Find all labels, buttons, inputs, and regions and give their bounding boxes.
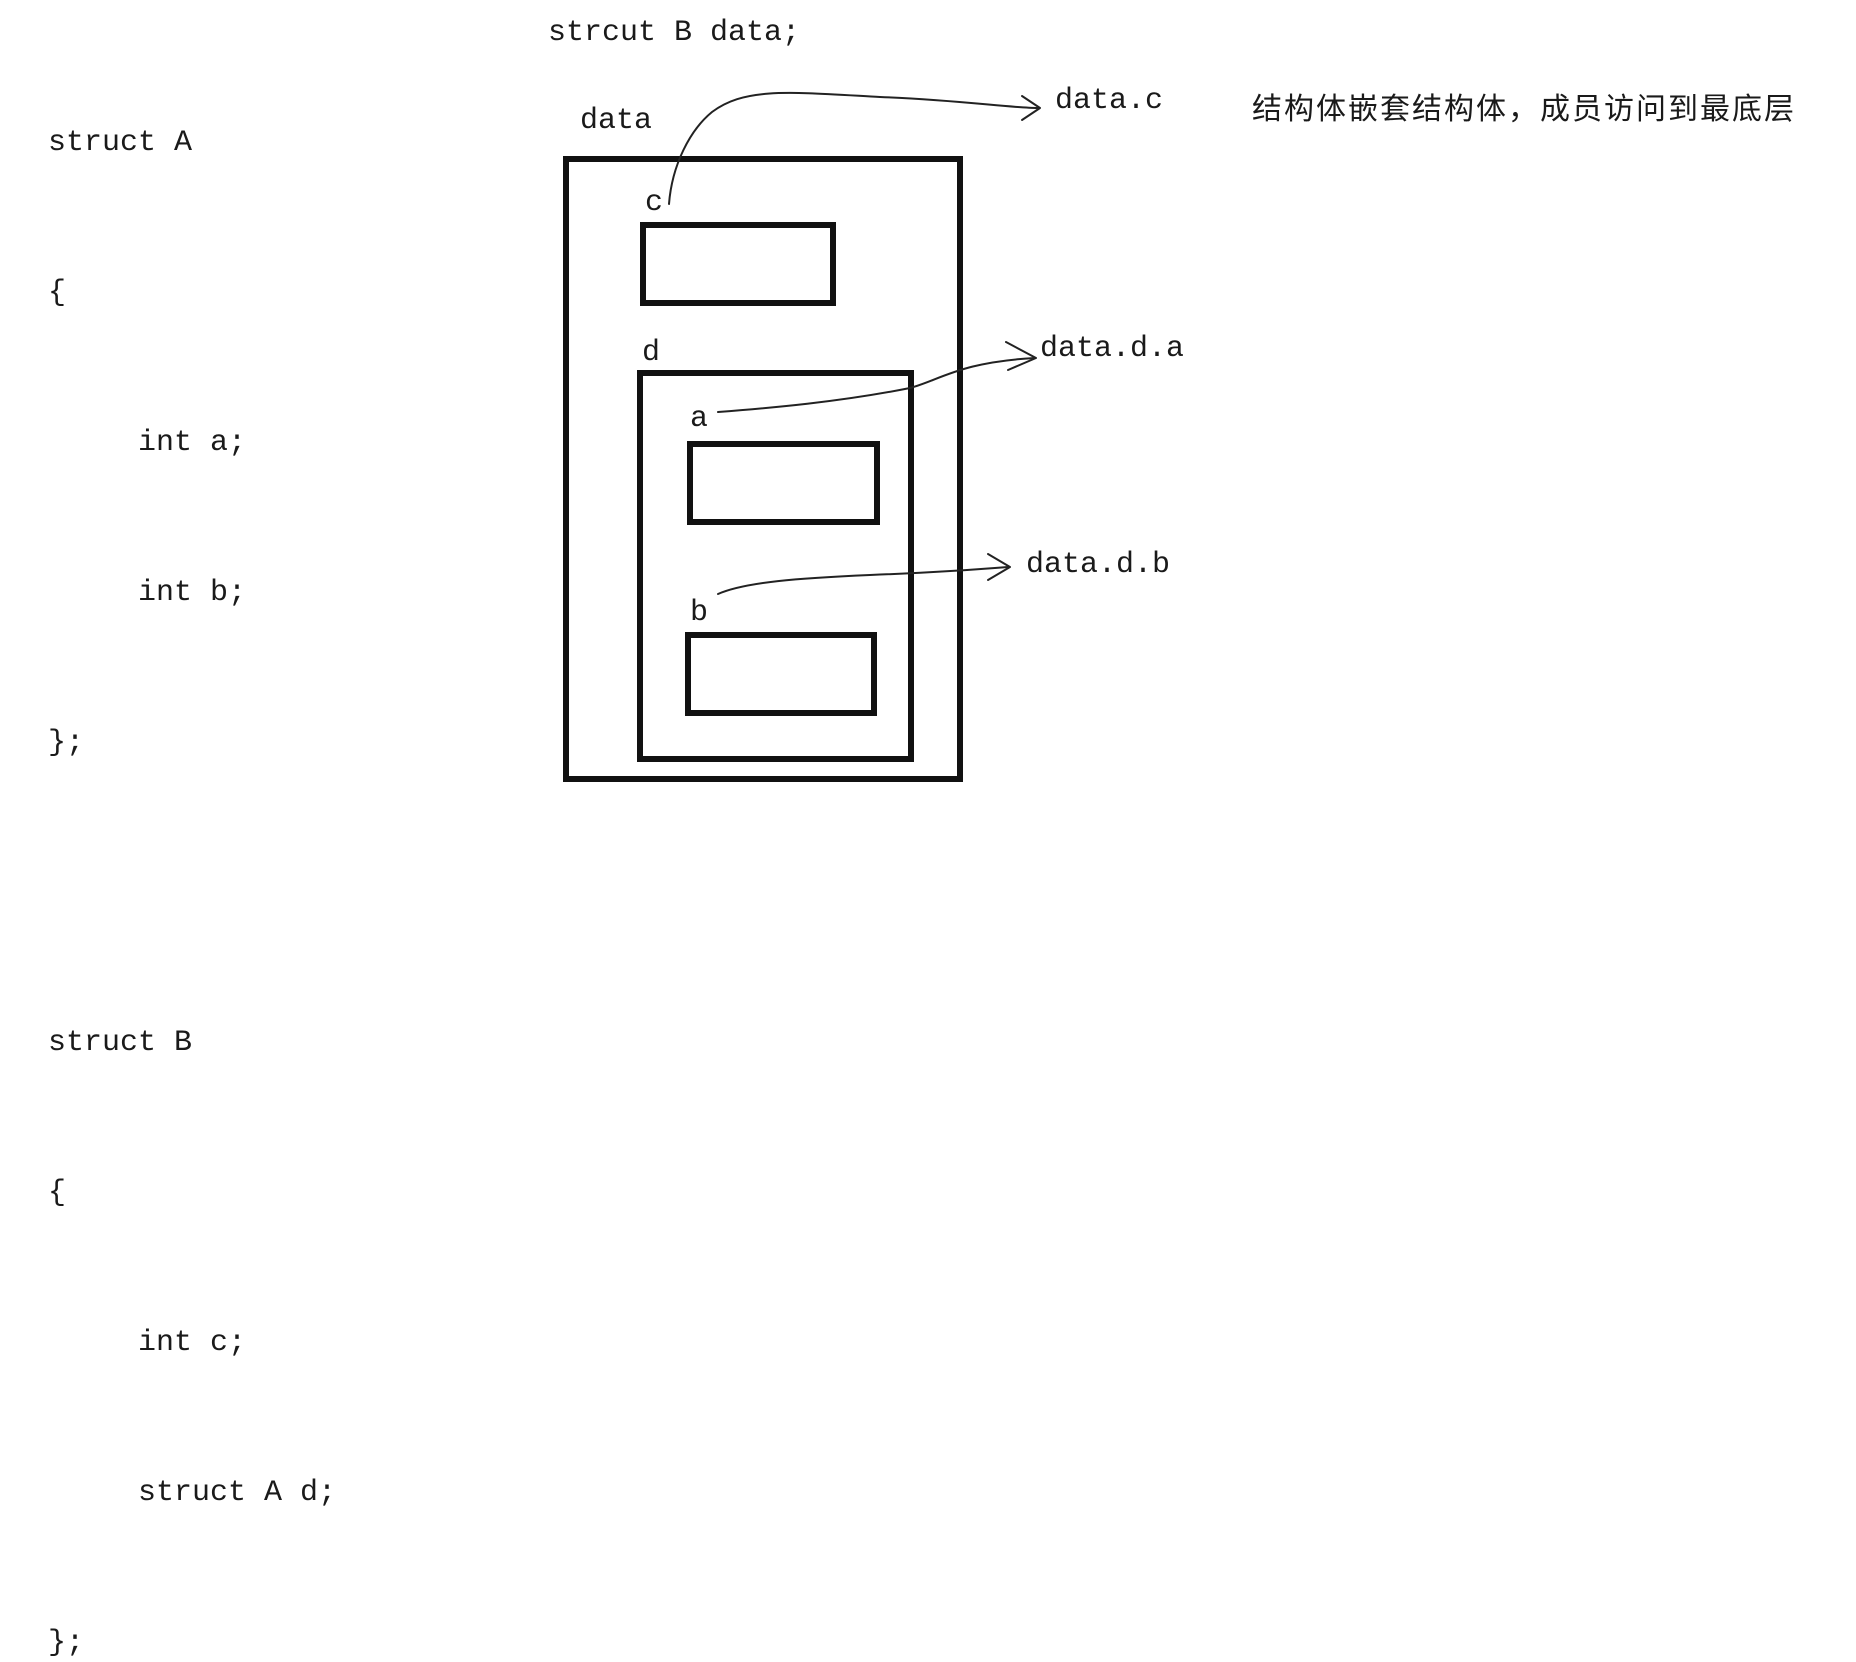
code-line: struct B bbox=[48, 1026, 193, 1060]
member-c-box bbox=[640, 222, 836, 306]
code-line: int c; bbox=[48, 1326, 247, 1360]
outer-struct-label: data bbox=[580, 104, 653, 138]
code-line: { bbox=[48, 1176, 67, 1210]
member-c-label: c bbox=[645, 186, 664, 220]
arrowhead-data-d-a bbox=[1005, 341, 1037, 371]
variable-declaration: strcut B data; bbox=[548, 16, 801, 50]
member-d-box bbox=[637, 370, 914, 762]
code-line: }; bbox=[48, 726, 85, 760]
access-label-data-d-a: data.d.a bbox=[1040, 332, 1185, 366]
code-line: struct A d; bbox=[48, 1476, 337, 1510]
member-b-box bbox=[685, 632, 877, 716]
code-line: }; bbox=[48, 1626, 85, 1660]
arrowhead-data-d-b bbox=[987, 553, 1011, 581]
access-label-data-c: data.c bbox=[1055, 84, 1164, 118]
member-d-label: d bbox=[642, 336, 661, 370]
explanation-note: 结构体嵌套结构体，成员访问到最底层 bbox=[1252, 92, 1796, 127]
code-line: int b; bbox=[48, 576, 247, 610]
outer-struct-box bbox=[563, 156, 963, 782]
member-a-box bbox=[687, 441, 880, 525]
arrowhead-data-c bbox=[1021, 95, 1041, 121]
arrow-a-to-data-d-a bbox=[717, 357, 1036, 413]
member-b-label: b bbox=[690, 596, 709, 630]
access-arrows bbox=[668, 91, 1041, 595]
access-label-data-d-b: data.d.b bbox=[1026, 548, 1171, 582]
code-line: { bbox=[48, 276, 67, 310]
member-a-label: a bbox=[690, 402, 709, 436]
code-line: int a; bbox=[48, 426, 247, 460]
arrow-c-to-data-c bbox=[668, 91, 1039, 205]
code-blank-line bbox=[48, 868, 336, 918]
code-line: struct A bbox=[48, 126, 193, 160]
arrow-b-to-data-d-b bbox=[717, 566, 1009, 595]
